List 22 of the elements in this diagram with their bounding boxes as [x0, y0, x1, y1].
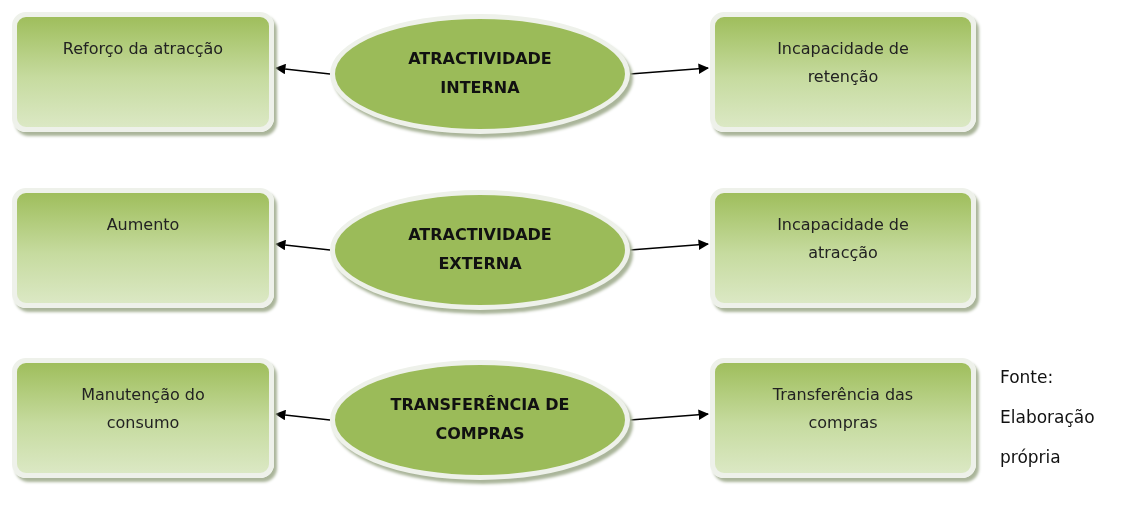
outcome-box	[710, 12, 976, 132]
node-title: ATRACTIVIDADE EXTERNA	[407, 224, 553, 275]
outcome-text: Aumento	[105, 214, 181, 236]
arrow	[274, 63, 331, 75]
outcome-text: Incapacidade de retenção	[776, 38, 910, 88]
outcome-text: Reforço da atracção	[61, 38, 225, 60]
outcome-box	[12, 12, 274, 132]
arrow	[629, 239, 710, 251]
arrow	[629, 63, 710, 75]
outcome-box	[12, 358, 274, 478]
source-note: Fonte: Elaboração própria	[1000, 366, 1096, 469]
outcome-text: Transferência das compras	[771, 384, 915, 434]
outcome-text: Manutenção do consumo	[80, 384, 206, 434]
arrow	[274, 409, 331, 421]
arrow	[274, 239, 331, 251]
outcome-text: Incapacidade de atracção	[776, 214, 910, 264]
arrow	[629, 409, 710, 421]
outcome-box	[710, 188, 976, 308]
outcome-box	[12, 188, 274, 308]
node-title: TRANSFERÊNCIA DE COMPRAS	[389, 394, 571, 445]
node-title: ATRACTIVIDADE INTERNA	[407, 48, 553, 99]
outcome-box	[710, 358, 976, 478]
